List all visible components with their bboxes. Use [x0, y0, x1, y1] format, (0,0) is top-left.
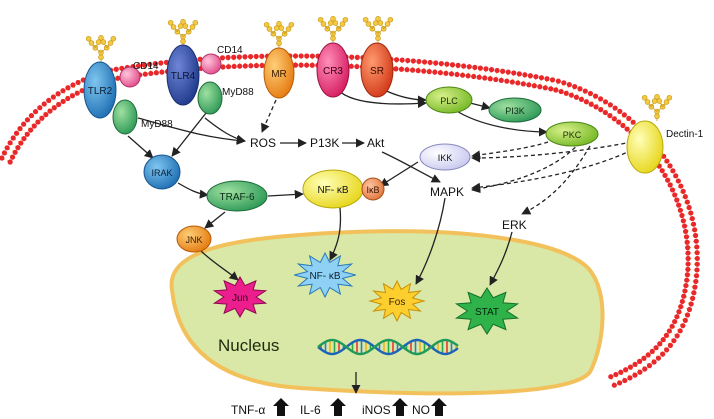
stat-star	[454, 287, 520, 335]
arrow-mapk-to-fos	[415, 197, 446, 285]
tlr2-receptor	[83, 61, 117, 119]
myd88-right	[197, 81, 223, 115]
pkc-node	[545, 121, 599, 147]
irak-label: IRAK	[151, 168, 172, 178]
tlr4-receptor	[166, 44, 200, 106]
nfkb-label: NF- κB	[317, 185, 348, 196]
traf6-label: TRAF-6	[220, 192, 255, 203]
dectin1-label: Dectin-1	[666, 129, 704, 140]
arrow-pkc-dashed-to-ikk	[471, 141, 549, 160]
sr-receptor	[360, 42, 394, 98]
cd14-right-icon	[200, 53, 222, 75]
output-row: TNF-α IL-6 iNOS NO	[231, 398, 447, 417]
up-arrow-icon	[392, 398, 408, 416]
irak-node	[143, 154, 181, 190]
up-arrow-icon	[330, 398, 346, 416]
tlr4-label: TLR4	[171, 71, 196, 82]
arrow-tlr4-myd88-to-irak	[171, 107, 211, 157]
arrow-plc-to-pi3k	[469, 101, 491, 111]
stat-label: STAT	[475, 307, 499, 318]
arrow-traf6-to-nfkb	[267, 189, 304, 200]
nucleus-label: Nucleus	[218, 336, 279, 355]
nuclear-nfkb-label: NF- κB	[309, 271, 340, 282]
tlr2-label: TLR2	[88, 86, 113, 97]
arrow-dectin-dashed-to-mapk	[471, 149, 633, 192]
sr-label: SR	[370, 66, 384, 77]
myd88-left	[112, 99, 138, 135]
output-no: NO	[412, 403, 430, 417]
cd14-left-label: CD14	[133, 61, 159, 72]
arrow-cr3-to-plc	[337, 89, 427, 109]
arrow-dectin-dashed-to-ikk	[471, 141, 633, 163]
myd88-left-label: MyD88	[141, 119, 173, 130]
arrow-ikk-to-nfkb	[379, 161, 419, 187]
plc-label: PLC	[440, 96, 458, 106]
ikb-node	[361, 177, 385, 201]
output-inos: iNOS	[362, 403, 391, 417]
output-il6: IL-6	[300, 403, 321, 417]
cd14-right-label: CD14	[217, 45, 243, 56]
arrow-pkc-dashed-to-erk	[521, 145, 591, 215]
arrow-mr-dashed-to-ros	[261, 99, 277, 133]
arrow-jnk-to-jun	[199, 249, 239, 281]
nuclear-nfkb-star	[294, 251, 356, 299]
ikk-label: IKK	[438, 153, 453, 163]
glycan-chains	[85, 16, 673, 121]
mr-label: MR	[271, 69, 287, 80]
jnk-node	[176, 225, 212, 253]
cd14-left-icon	[119, 66, 141, 88]
ikk-node	[419, 143, 471, 171]
jun-label: Jun	[232, 293, 248, 304]
dna-helix-icon	[317, 338, 459, 356]
jnk-label: JNK	[185, 235, 202, 245]
pi3k-node	[488, 97, 542, 123]
arrow-plc-to-pkc	[454, 109, 548, 137]
myd88-right-label: MyD88	[222, 87, 254, 98]
up-arrow-icon	[431, 398, 447, 416]
arrow-traf6-to-jnk	[204, 211, 226, 229]
arrow-tlr4-myd88-to-ros	[204, 117, 246, 144]
ros-label: ROS	[250, 136, 276, 150]
akt-label: Akt	[367, 136, 385, 150]
plc-node	[425, 86, 473, 114]
fos-label: Fos	[389, 297, 406, 308]
arrow-pkc-dashed-to-mapk	[471, 141, 581, 194]
cr3-receptor	[316, 42, 350, 98]
up-arrow-icon	[273, 398, 289, 416]
traf6-node	[206, 180, 268, 212]
pi3k-label: PI3K	[505, 106, 525, 116]
arrow-irak-to-traf6	[177, 182, 209, 199]
ikb-label: IκB	[366, 185, 379, 195]
cr3-label: CR3	[323, 66, 343, 77]
arrow-erk-to-stat	[489, 231, 513, 286]
dectin1-receptor	[626, 120, 664, 174]
pkc-label: PKC	[563, 130, 582, 140]
arrow-myd88-to-irak	[127, 135, 154, 159]
cell-membrane	[0, 53, 700, 388]
mr-receptor	[263, 47, 295, 99]
arrow-nfkb-to-nucleus-nfkb	[329, 207, 342, 261]
fos-star	[368, 279, 426, 323]
p13k-label: P13K	[310, 136, 339, 150]
erk-label: ERK	[502, 218, 527, 232]
jun-star	[212, 276, 268, 318]
mapk-label: MAPK	[430, 185, 464, 199]
output-tnf-alpha: TNF-α	[231, 403, 265, 417]
